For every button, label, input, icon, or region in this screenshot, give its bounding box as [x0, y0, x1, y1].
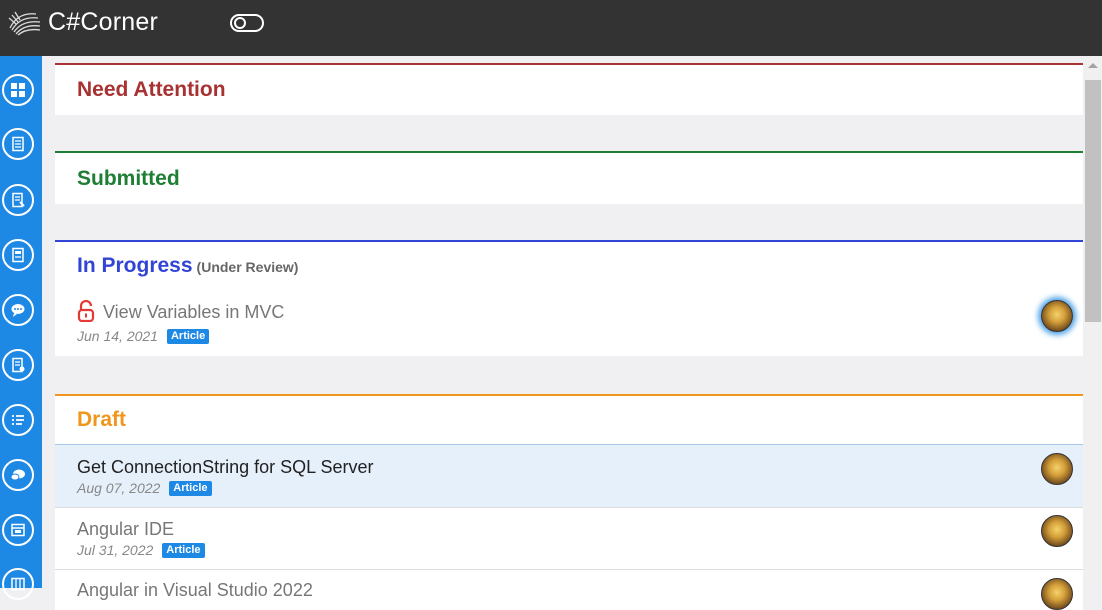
article-badge: Article — [166, 328, 210, 344]
item-meta: Aug 07, 2022 Article — [77, 480, 212, 496]
dashboard-icon — [11, 83, 25, 97]
item-date: Aug 07, 2022 — [77, 480, 161, 496]
item-title[interactable]: Get ConnectionString for SQL Server — [77, 457, 374, 477]
book-icon — [11, 577, 25, 591]
news-icon — [12, 247, 24, 263]
sidebar-item-articles[interactable] — [2, 128, 34, 160]
item-date: Jun 14, 2021 — [77, 328, 158, 344]
avatar[interactable] — [1041, 300, 1073, 332]
sidebar-item-resources[interactable] — [2, 349, 34, 381]
section-need-attention: Need Attention — [55, 63, 1083, 115]
scroll-up-arrow-icon[interactable] — [1088, 63, 1098, 68]
section-title-draft: Draft — [77, 408, 127, 431]
article-badge: Article — [169, 480, 212, 496]
interview-icon — [10, 469, 25, 481]
theme-toggle[interactable] — [230, 14, 264, 32]
sidebar-item-news[interactable] — [2, 239, 34, 271]
scroll-thumb[interactable] — [1085, 80, 1101, 322]
sidebar-item-forums[interactable] — [2, 294, 34, 326]
video-icon — [11, 523, 25, 537]
item-meta: Jul 31, 2022 Article — [77, 542, 205, 558]
article-icon — [12, 136, 24, 152]
list-icon — [12, 415, 24, 425]
avatar[interactable] — [1041, 453, 1073, 485]
item-title[interactable]: Angular in Visual Studio 2022 — [77, 580, 313, 600]
sidebar-item-interviews[interactable] — [2, 459, 34, 491]
section-in-progress: In Progress(Under Review) View Variables… — [55, 240, 1083, 356]
sidebar-item-videos[interactable] — [2, 514, 34, 546]
article-badge: Article — [162, 542, 205, 558]
top-bar: C#Corner — [0, 0, 1102, 56]
list-item[interactable]: Angular IDE Jul 31, 2022 Article — [55, 507, 1083, 569]
sidebar-item-blogs[interactable] — [2, 184, 34, 216]
avatar[interactable] — [1041, 578, 1073, 610]
item-title[interactable]: Angular IDE — [77, 519, 175, 539]
list-item[interactable]: Angular in Visual Studio 2022 — [55, 569, 1083, 610]
resource-icon — [12, 357, 25, 373]
toggle-knob — [234, 17, 246, 29]
item-meta: Jun 14, 2021 Article — [77, 328, 210, 344]
item-title[interactable]: View Variables in MVC — [103, 302, 285, 322]
section-submitted: Submitted — [55, 151, 1083, 204]
section-title-in-progress: In Progress(Under Review) — [77, 254, 298, 278]
forum-icon — [11, 304, 25, 317]
under-review-note: (Under Review) — [196, 259, 299, 275]
sidebar-item-list[interactable] — [2, 404, 34, 436]
blog-icon — [12, 192, 25, 208]
sidebar-item-books[interactable] — [2, 568, 34, 600]
brand[interactable]: C#Corner — [6, 6, 158, 38]
item-date: Jul 31, 2022 — [77, 542, 154, 558]
section-title-need-attention: Need Attention — [77, 78, 226, 101]
sidebar-item-dashboard[interactable] — [2, 74, 34, 106]
in-progress-title: In Progress — [77, 254, 193, 277]
csharp-corner-logo-icon — [8, 11, 41, 36]
section-title-submitted: Submitted — [77, 167, 180, 190]
section-draft: Draft Get ConnectionString for SQL Serve… — [55, 394, 1083, 610]
brand-name: C#Corner — [48, 7, 158, 36]
avatar[interactable] — [1041, 515, 1073, 547]
list-item[interactable]: Get ConnectionString for SQL Server Aug … — [55, 444, 1083, 507]
sidebar — [0, 56, 42, 600]
lock-open-icon — [77, 300, 95, 322]
scrollbar[interactable] — [1085, 56, 1102, 588]
